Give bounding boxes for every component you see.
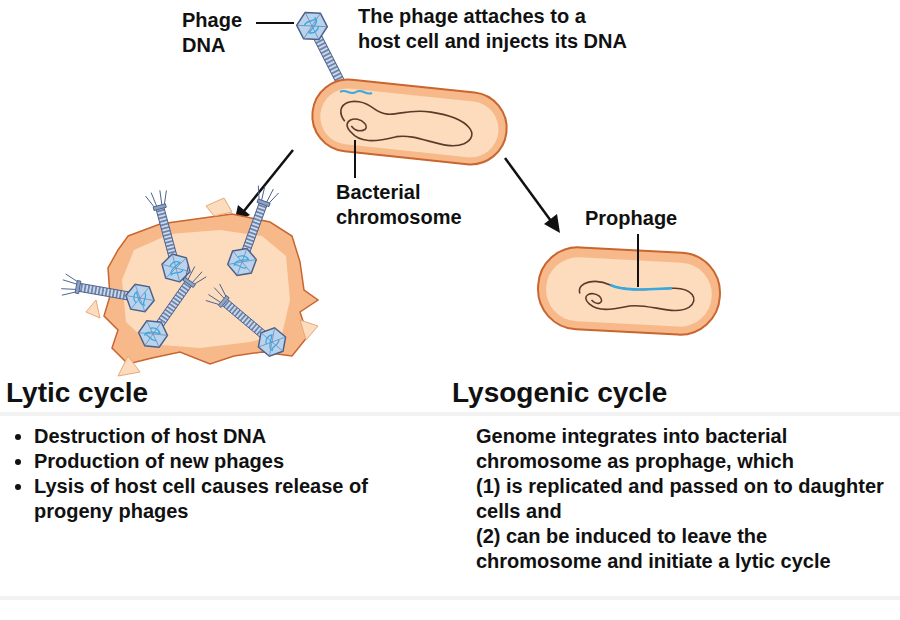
lysed-cell bbox=[300, 320, 318, 340]
phage-symbol bbox=[225, 183, 281, 280]
cycle-arrow bbox=[544, 214, 560, 233]
part-label: Prophage bbox=[585, 206, 705, 231]
section-heading: Lysogenic cycle bbox=[452, 376, 752, 410]
leader-line bbox=[637, 234, 639, 287]
leader-line bbox=[354, 140, 356, 178]
lysogenic-cell bbox=[579, 281, 695, 314]
lysogenic-cell bbox=[610, 285, 672, 291]
cycle-arrow bbox=[234, 150, 560, 233]
bullet-item: Lysis of host cell causes release of pro… bbox=[34, 474, 406, 524]
bullet-item: Destruction of host DNA bbox=[34, 424, 406, 449]
bullet-list: Destruction of host DNAProduction of new… bbox=[12, 424, 406, 524]
lysed-cell bbox=[86, 198, 318, 376]
description-text: (2) can be induced to leave the chromoso… bbox=[476, 524, 894, 574]
part-label: Phage DNA bbox=[182, 8, 254, 58]
phage-dna bbox=[340, 91, 372, 94]
phage-symbol bbox=[134, 262, 208, 353]
step-caption: The phage attaches to a host cell and in… bbox=[358, 4, 630, 54]
host-cell bbox=[338, 100, 474, 151]
description-text: Genome integrates into bacterial chromos… bbox=[476, 424, 894, 474]
lysed-cell bbox=[118, 356, 140, 376]
host-cell bbox=[309, 76, 510, 168]
cycle-arrow bbox=[505, 158, 551, 221]
background-tiles bbox=[0, 596, 900, 600]
phage-symbol bbox=[143, 188, 192, 285]
leader-line bbox=[256, 22, 294, 24]
phage-symbol bbox=[203, 281, 291, 360]
lysed-cell bbox=[86, 300, 100, 318]
part-label: Bacterial chromosome bbox=[336, 180, 486, 230]
lysogenic-cell bbox=[536, 245, 722, 336]
description-text: (1) is replicated and passed on to daugh… bbox=[476, 474, 894, 524]
phage-symbol bbox=[60, 272, 157, 313]
cycle-arrow bbox=[244, 150, 293, 211]
lysogenic-cell bbox=[544, 256, 713, 329]
section-heading: Lytic cycle bbox=[6, 376, 306, 410]
background-tiles bbox=[0, 412, 900, 416]
host-cell bbox=[309, 76, 510, 168]
lysed-cell bbox=[206, 198, 232, 216]
background-tiles bbox=[0, 412, 900, 600]
bullet-item: Production of new phages bbox=[34, 449, 406, 474]
lysogenic-cell bbox=[536, 245, 722, 336]
host-cell bbox=[317, 86, 501, 160]
